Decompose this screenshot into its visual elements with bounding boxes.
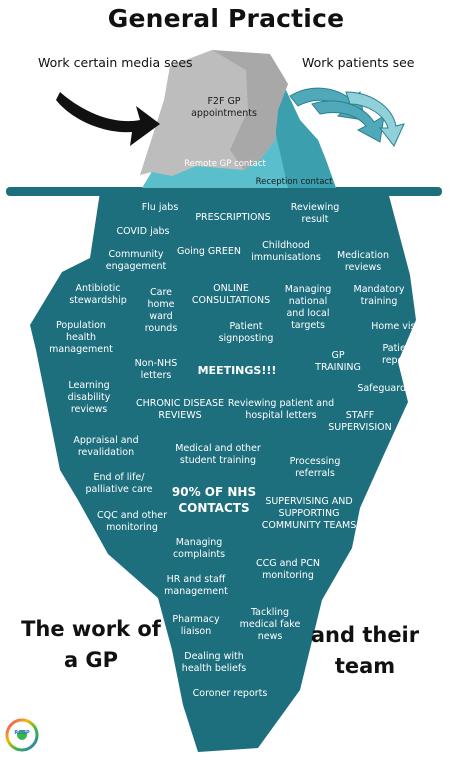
item-population-health: Population health management <box>49 320 113 355</box>
item-end-of-life: End of life/ palliative care <box>85 472 153 495</box>
item-reviewing-letters: Reviewing patient and hospital letters <box>227 398 335 421</box>
item-prescriptions: PRESCRIPTIONS <box>195 212 271 223</box>
item-home-visits: Home visits <box>371 321 427 332</box>
patient-arrows <box>289 87 405 147</box>
item-health-beliefs: Dealing with health beliefs <box>181 651 247 674</box>
item-care-home-ward-rounds: Care home ward rounds <box>144 287 178 334</box>
item-mandatory-training: Mandatory training <box>353 284 405 307</box>
f2f-appointments: F2F GP appointments <box>191 96 257 119</box>
item-online-consultations: ONLINE CONSULTATIONS <box>191 283 271 306</box>
item-supervising-teams: SUPERVISING AND SUPPORTING COMMUNITY TEA… <box>261 496 357 531</box>
item-ccg-pcn: CCG and PCN monitoring <box>255 558 320 581</box>
item-covid-jabs: COVID jabs <box>116 226 170 237</box>
iceberg-tip-rock-shade <box>212 50 288 170</box>
item-going-green: Going GREEN <box>177 246 241 257</box>
item-staff-supervision: STAFF SUPERVISION <box>328 410 392 433</box>
item-community-engagement: Community engagement <box>105 249 167 272</box>
logo-center <box>17 730 27 740</box>
item-patient-reports: Patient reports <box>382 343 416 366</box>
item-reviewing-result: Reviewing result <box>290 202 340 225</box>
item-antibiotic-stewardship: Antibiotic stewardship <box>69 283 127 306</box>
reception-contact: Reception contact <box>255 177 333 187</box>
logo: RCGP <box>14 730 30 736</box>
item-student-training: Medical and other student training <box>175 443 261 466</box>
item-non-nhs-letters: Non-NHS letters <box>134 358 178 381</box>
caption-work-of-gp: The work of a GP <box>21 617 161 672</box>
item-chronic-disease: CHRONIC DISEASE REVIEWS <box>135 398 225 421</box>
item-fake-news: Tackling medical fake news <box>239 607 301 642</box>
item-complaints: Managing complaints <box>172 537 226 560</box>
item-meetings: MEETINGS!!! <box>197 364 277 377</box>
media-label: Work certain media sees <box>38 55 193 70</box>
item-pharmacy: Pharmacy liaison <box>172 614 220 637</box>
item-managing-targets: Managing national and local targets <box>284 284 332 331</box>
item-childhood-immunisations: Childhood immunisations <box>251 240 321 263</box>
item-gp-training: GP TRAINING <box>315 350 361 373</box>
item-processing-referrals: Processing referrals <box>289 456 341 479</box>
media-arrow <box>56 92 160 146</box>
remote-gp-contact: Remote GP contact <box>184 159 266 169</box>
page-title: General Practice <box>107 4 345 33</box>
item-hr: HR and staff management <box>164 574 228 597</box>
item-learning-disability: Learning disability reviews <box>67 380 111 415</box>
waterline <box>6 187 442 196</box>
item-cqc: CQC and other monitoring <box>97 510 167 533</box>
patients-label: Work patients see <box>302 55 415 70</box>
caption-and-their-team: and their team <box>310 623 420 678</box>
underwater-iceberg <box>30 192 416 752</box>
item-safeguarding: Safeguarding <box>357 383 421 394</box>
item-coroner: Coroner reports <box>192 688 268 699</box>
item-patient-signposting: Patient signposting <box>218 321 274 344</box>
item-medication-reviews: Medication reviews <box>337 250 389 273</box>
iceberg-tip-teal-shade <box>268 72 336 188</box>
item-nhs-contacts: 90% OF NHS CONTACTS <box>171 485 257 515</box>
item-flu-jabs: Flu jabs <box>141 202 179 213</box>
item-appraisal: Appraisal and revalidation <box>73 435 139 458</box>
logo-ring <box>5 718 39 752</box>
